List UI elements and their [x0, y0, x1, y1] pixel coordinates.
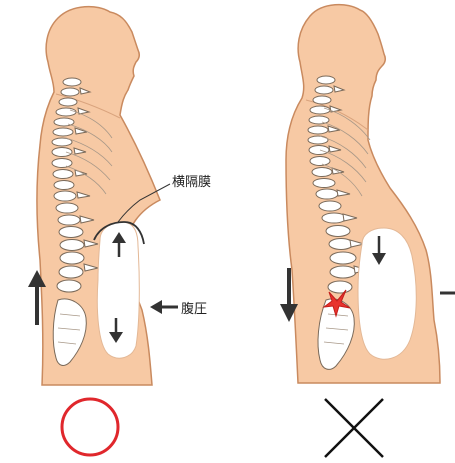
diaphragm-label: 横隔膜	[172, 171, 211, 190]
abdominal-pressure-arrow	[150, 300, 178, 314]
bad-abdominal-cavity	[358, 228, 416, 359]
correct-circle-icon	[62, 399, 118, 455]
good-posture-figure	[28, 7, 178, 385]
incorrect-cross-icon	[325, 399, 383, 457]
abdominal-pressure-label: 腹圧	[181, 298, 207, 317]
bad-posture-figure	[280, 5, 455, 383]
